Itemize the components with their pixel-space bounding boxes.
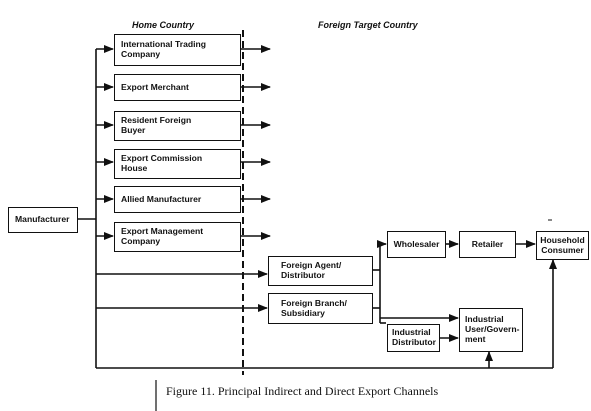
household-consumer-box: Household Consumer bbox=[536, 231, 589, 260]
export-management-company-box: Export Management Company bbox=[114, 222, 241, 252]
foreign-branch-subsidiary-box: Foreign Branch/ Subsidiary bbox=[268, 293, 373, 324]
foreign-country-heading: Foreign Target Country bbox=[318, 20, 418, 30]
international-trading-company-label: International Trading Company bbox=[121, 39, 206, 59]
resident-foreign-buyer-label: Resident Foreign Buyer bbox=[121, 115, 192, 135]
industrial-user-government-box: Industrial User/Govern- ment bbox=[459, 308, 523, 352]
foreign-agent-distributor-box: Foreign Agent/ Distributor bbox=[268, 256, 373, 286]
export-commission-house-box: Export Commission House bbox=[114, 149, 241, 179]
wholesaler-label: Wholesaler bbox=[393, 238, 440, 249]
resident-foreign-buyer-box: Resident Foreign Buyer bbox=[114, 111, 241, 141]
retailer-box: Retailer bbox=[459, 231, 516, 258]
retailer-label: Retailer bbox=[471, 238, 504, 249]
export-merchant-box: Export Merchant bbox=[114, 74, 241, 101]
figure-caption: Figure 11. Principal Indirect and Direct… bbox=[166, 384, 439, 398]
manufacturer-label: Manufacturer bbox=[15, 214, 70, 225]
industrial-user-government-label: Industrial User/Govern- ment bbox=[465, 314, 520, 344]
industrial-distributor-label: Industrial Distributor bbox=[392, 327, 436, 347]
household-consumer-label: Household Consumer bbox=[540, 234, 585, 255]
foreign-branch-subsidiary-label: Foreign Branch/ Subsidiary bbox=[281, 297, 347, 318]
export-management-company-label: Export Management Company bbox=[121, 226, 204, 246]
home-country-heading: Home Country bbox=[132, 20, 195, 30]
foreign-agent-distributor-label: Foreign Agent/ Distributor bbox=[281, 260, 342, 280]
export-merchant-label: Export Merchant bbox=[121, 81, 189, 92]
export-commission-house-label: Export Commission House bbox=[121, 153, 203, 173]
manufacturer-box: Manufacturer bbox=[8, 207, 78, 233]
wholesaler-box: Wholesaler bbox=[387, 231, 446, 258]
industrial-distributor-box: Industrial Distributor bbox=[387, 324, 440, 352]
international-trading-company-box: International Trading Company bbox=[114, 34, 241, 66]
allied-manufacturer-box: Allied Manufacturer bbox=[114, 186, 241, 213]
allied-manufacturer-label: Allied Manufacturer bbox=[121, 193, 202, 204]
